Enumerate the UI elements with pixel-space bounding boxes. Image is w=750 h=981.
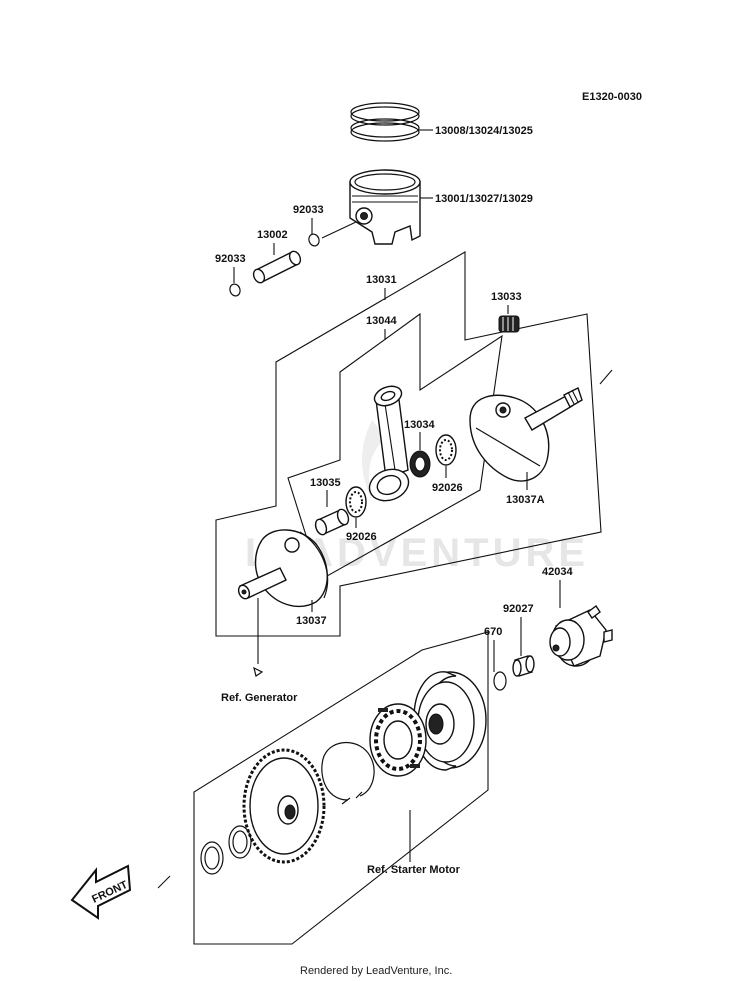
woodruff-key[interactable]	[253, 666, 264, 677]
clutch-housing[interactable]	[413, 671, 487, 771]
label-rings: 13008/13024/13025	[435, 125, 533, 137]
piston[interactable]	[349, 169, 421, 245]
crank-pin[interactable]	[314, 508, 351, 536]
label-crank-pin: 13035	[310, 477, 341, 489]
label-piston: 13001/13027/13029	[435, 193, 533, 205]
collar[interactable]	[512, 655, 535, 677]
alignment-mark-left	[157, 875, 171, 889]
label-pin: 13002	[257, 229, 288, 241]
bracket-rod-assy	[287, 312, 503, 581]
label-oring: 670	[484, 626, 502, 638]
one-way-clutch[interactable]	[369, 703, 427, 777]
watermark-flame-icon	[362, 420, 398, 500]
starter-washer-left[interactable]	[200, 841, 224, 875]
front-arrow-icon: FRONT	[70, 864, 132, 920]
label-clip-upper: 92033	[293, 204, 324, 216]
footer-credit: Rendered by LeadVenture, Inc.	[300, 965, 452, 977]
bracket-starter	[193, 631, 489, 945]
label-rod-assy: 13044	[366, 315, 397, 327]
crank-half-right[interactable]	[469, 387, 583, 482]
label-clip-lower: 92033	[215, 253, 246, 265]
snap-ring[interactable]	[321, 742, 375, 805]
label-bearing-small: 13033	[491, 291, 522, 303]
needle-bearing[interactable]	[409, 450, 431, 478]
starter-clutch[interactable]	[549, 604, 613, 667]
o-ring[interactable]	[493, 671, 507, 691]
starter-washer-right[interactable]	[228, 825, 252, 859]
label-crank-left: 13037	[296, 615, 327, 627]
label-needle-bearing: 13034	[404, 419, 435, 431]
piston-rings[interactable]	[350, 102, 420, 142]
label-washer-right: 92026	[432, 482, 463, 494]
starter-gear[interactable]	[242, 748, 326, 864]
alignment-mark-right	[599, 369, 613, 385]
small-end-bearing[interactable]	[498, 315, 520, 333]
diagram-code: E1320-0030	[582, 91, 642, 103]
label-clutch: 42034	[542, 566, 573, 578]
label-washer-left: 92026	[346, 531, 377, 543]
bracket-crank-assy	[215, 251, 602, 637]
label-crank-right: 13037A	[506, 494, 545, 506]
clip-upper[interactable]	[307, 233, 321, 248]
label-ref-generator[interactable]: Ref. Generator	[221, 692, 298, 704]
crank-half-left[interactable]	[237, 529, 329, 608]
thrust-washer-right[interactable]	[435, 434, 457, 466]
piston-pin[interactable]	[252, 250, 303, 285]
clip-lower[interactable]	[228, 283, 242, 298]
thrust-washer-left[interactable]	[345, 486, 367, 518]
connecting-rod[interactable]	[365, 383, 413, 506]
label-collar: 92027	[503, 603, 534, 615]
label-ref-starter[interactable]: Ref. Starter Motor	[367, 864, 461, 876]
label-crank-assy: 13031	[366, 274, 397, 286]
